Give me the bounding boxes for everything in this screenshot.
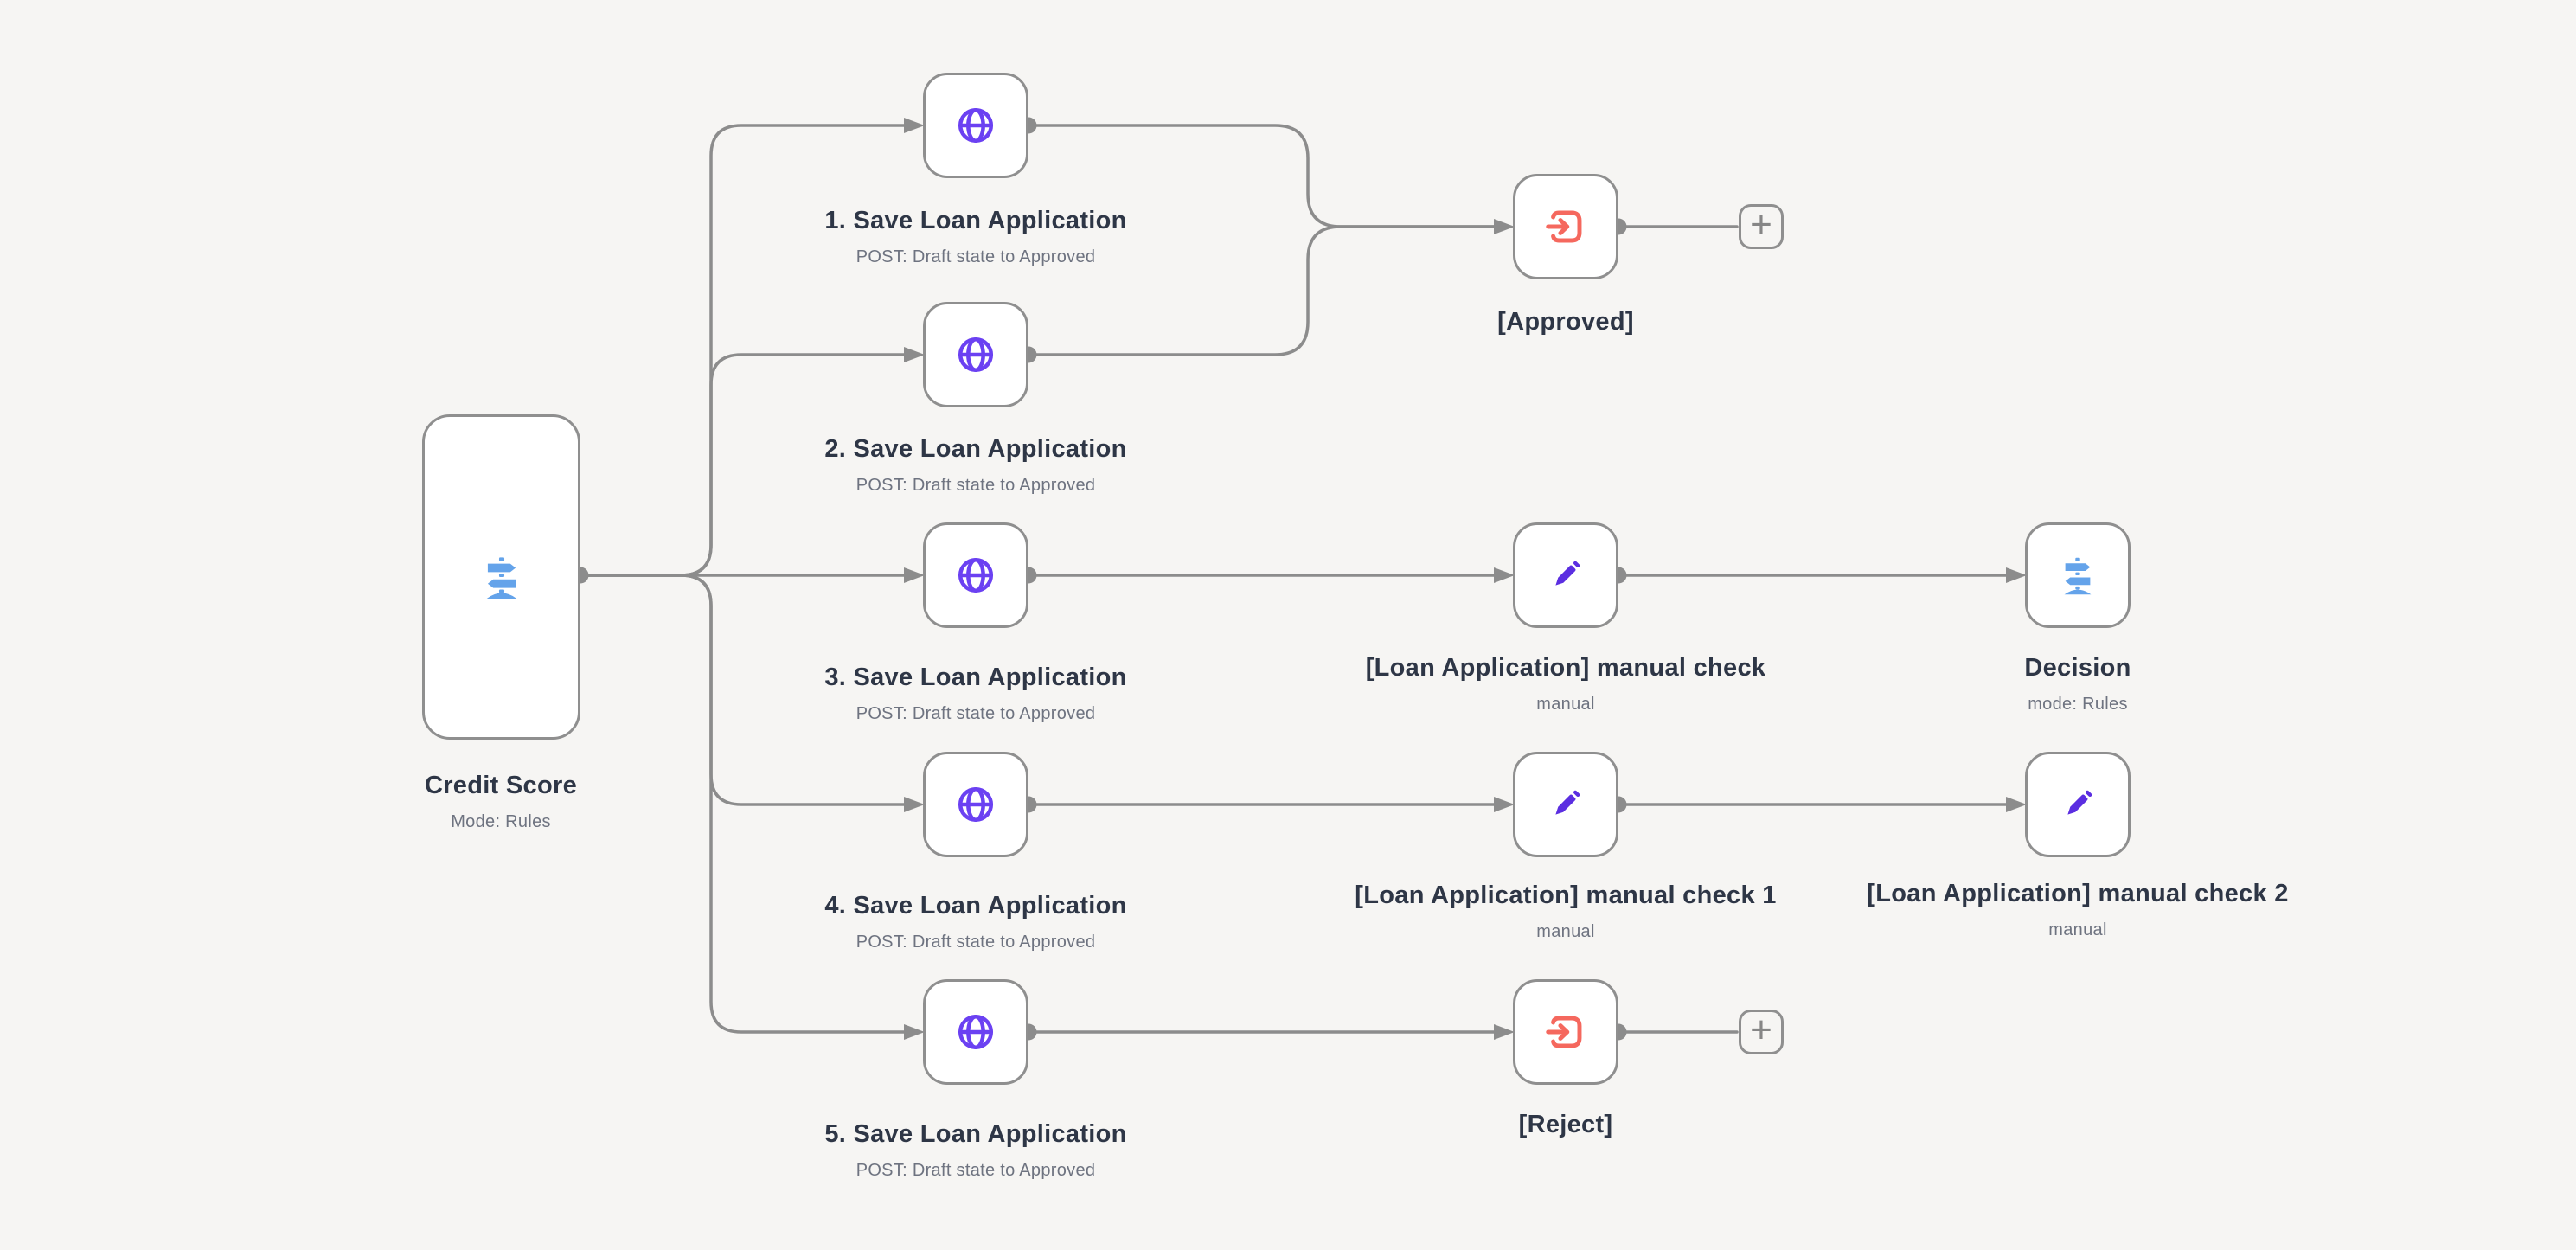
arrowhead [1494, 1024, 1515, 1040]
node-title: [Loan Application] manual check 2 [1867, 880, 2289, 907]
globe-icon [958, 1014, 994, 1050]
node-title: [Approved] [1497, 308, 1634, 336]
enter-icon [1546, 1016, 1582, 1048]
enter-icon [1546, 210, 1582, 243]
node-title: Credit Score [424, 772, 578, 799]
node-label-approved: [Approved] [1497, 307, 1634, 337]
node-subtitle: manual [1536, 695, 1595, 714]
node-label-save-loan-2: 2. Save Loan Application POST: Draft sta… [824, 434, 1126, 496]
arrowhead [904, 797, 925, 812]
node-approved[interactable] [1513, 174, 1618, 279]
arrowhead [1494, 797, 1515, 812]
signpost-icon [2064, 557, 2092, 595]
node-title: Decision [2024, 654, 2131, 682]
arrowhead [1494, 219, 1515, 234]
globe-icon [958, 786, 994, 823]
globe-icon [958, 107, 994, 144]
node-title: [Loan Application] manual check [1365, 654, 1766, 682]
node-label-save-loan-4: 4. Save Loan Application POST: Draft sta… [824, 891, 1126, 952]
edge-save2-to-approved[interactable] [1027, 225, 1496, 356]
node-title: [Reject] [1518, 1111, 1613, 1138]
arrowhead [2006, 797, 2027, 812]
pencil-icon [1555, 790, 1580, 815]
node-title: 3. Save Loan Application [824, 663, 1127, 691]
node-title: 2. Save Loan Application [824, 435, 1127, 463]
node-manual-check[interactable] [1513, 522, 1618, 628]
node-title: 1. Save Loan Application [824, 207, 1127, 234]
node-subtitle: POST: Draft state to Approved [855, 247, 1096, 266]
node-decision[interactable] [2025, 522, 2131, 628]
node-label-reject: [Reject] [1519, 1110, 1613, 1139]
node-save-loan-2[interactable] [923, 302, 1028, 407]
node-subtitle: manual [1536, 922, 1595, 941]
pencil-icon [1555, 561, 1580, 586]
arrowhead [904, 567, 925, 583]
arrowhead [904, 1024, 925, 1040]
node-label-manual-check-1: [Loan Application] manual check 1 manual [1355, 881, 1776, 942]
edge-credit-to-save1[interactable] [579, 124, 907, 577]
node-label-save-loan-1: 1. Save Loan Application POST: Draft sta… [824, 206, 1126, 267]
node-label-save-loan-5: 5. Save Loan Application POST: Draft sta… [824, 1119, 1126, 1181]
node-subtitle: POST: Draft state to Approved [855, 476, 1096, 495]
node-save-loan-1[interactable] [923, 73, 1028, 178]
node-subtitle: POST: Draft state to Approved [855, 933, 1096, 952]
edge-save1-to-approved[interactable] [1027, 124, 1496, 228]
node-save-loan-4[interactable] [923, 752, 1028, 857]
add-node-button[interactable]: + [1739, 1010, 1784, 1054]
node-subtitle: POST: Draft state to Approved [855, 704, 1096, 723]
globe-icon [958, 557, 994, 593]
node-title: [Loan Application] manual check 1 [1355, 881, 1777, 909]
node-title: 4. Save Loan Application [824, 892, 1127, 920]
node-save-loan-5[interactable] [923, 979, 1028, 1085]
arrowhead [904, 347, 925, 362]
node-subtitle: Mode: Rules [451, 812, 551, 831]
node-label-save-loan-3: 3. Save Loan Application POST: Draft sta… [824, 663, 1126, 724]
node-credit-score[interactable] [422, 414, 580, 740]
node-label-decision: Decision mode: Rules [2024, 653, 2131, 715]
edge-credit-to-save5[interactable] [579, 574, 907, 1034]
node-label-manual-check: [Loan Application] manual check manual [1366, 653, 1766, 715]
node-subtitle: POST: Draft state to Approved [855, 1161, 1096, 1180]
signpost-icon [486, 557, 516, 599]
node-label-credit-score: Credit Score Mode: Rules [425, 771, 577, 832]
plus-icon: + [1750, 203, 1772, 246]
globe-icon [958, 337, 994, 373]
node-save-loan-3[interactable] [923, 522, 1028, 628]
node-reject[interactable] [1513, 979, 1618, 1085]
node-manual-check-1[interactable] [1513, 752, 1618, 857]
edge-credit-to-save2[interactable] [579, 353, 907, 577]
node-title: 5. Save Loan Application [824, 1120, 1127, 1148]
plus-icon: + [1750, 1009, 1772, 1051]
node-label-manual-check-2: [Loan Application] manual check 2 manual [1867, 879, 2288, 940]
arrowhead [2006, 567, 2027, 583]
arrowhead [1494, 567, 1515, 583]
node-subtitle: manual [2048, 920, 2107, 939]
node-subtitle: mode: Rules [2028, 695, 2128, 714]
pencil-icon [2067, 790, 2092, 815]
node-manual-check-2[interactable] [2025, 752, 2131, 857]
arrowhead [904, 118, 925, 133]
add-node-button[interactable]: + [1739, 204, 1784, 249]
